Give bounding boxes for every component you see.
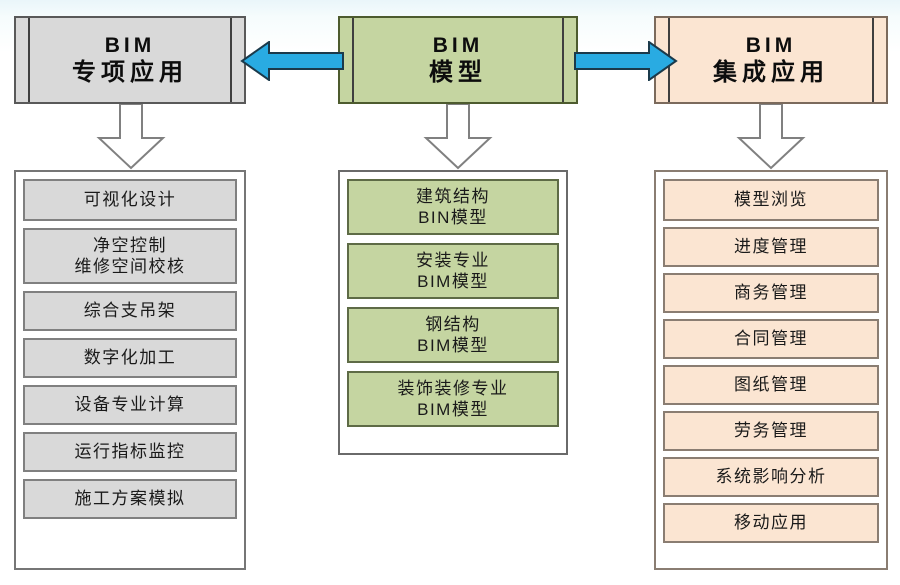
chip-text-line2: BIM模型 — [417, 400, 489, 419]
list-item[interactable]: 综合支吊架 — [23, 291, 237, 331]
chip-text: 合同管理 — [734, 329, 808, 349]
chip-text-line1: 净空控制 — [93, 235, 167, 255]
chip-text: 移动应用 — [734, 513, 808, 533]
header-text-special: BIM 专项应用 — [72, 33, 188, 88]
list-item[interactable]: 装饰装修专业 BIM模型 — [347, 371, 559, 427]
header-line2-integrated: 集成应用 — [713, 59, 829, 87]
group-integrated-application: 模型浏览 进度管理 商务管理 合同管理 图纸管理 劳务管理 系统影响分析 移动应… — [654, 170, 888, 570]
header-line1-special: BIM — [104, 33, 156, 57]
list-item[interactable]: 移动应用 — [663, 503, 879, 543]
header-right-rule — [230, 18, 232, 102]
hollow-down-arrow-special-icon — [96, 104, 166, 170]
chip-text: 劳务管理 — [734, 421, 808, 441]
chip-text: 数字化加工 — [83, 348, 177, 368]
list-item[interactable]: 钢结构 BIM模型 — [347, 307, 559, 363]
chip-text: 运行指标监控 — [74, 442, 186, 462]
list-item[interactable]: 劳务管理 — [663, 411, 879, 451]
chip-text-line2: BIN模型 — [418, 208, 488, 227]
list-item[interactable]: 建筑结构 BIN模型 — [347, 179, 559, 235]
list-item[interactable]: 净空控制 维修空间校核 — [23, 228, 237, 284]
list-item[interactable]: 施工方案模拟 — [23, 479, 237, 519]
chip-text: 设备专业计算 — [74, 395, 186, 415]
header-line2-special: 专项应用 — [72, 59, 188, 87]
chip-text-line2: 维修空间校核 — [74, 257, 186, 276]
chip-text: 综合支吊架 — [83, 301, 177, 321]
chip-text: 系统影响分析 — [715, 467, 827, 487]
group-special-application: 可视化设计 净空控制 维修空间校核 综合支吊架 数字化加工 设备专业计算 运行指… — [14, 170, 246, 570]
list-item[interactable]: 图纸管理 — [663, 365, 879, 405]
list-item[interactable]: 合同管理 — [663, 319, 879, 359]
blue-arrow-model-to-special-icon — [240, 41, 344, 81]
list-item[interactable]: 运行指标监控 — [23, 432, 237, 472]
list-item[interactable]: 安装专业 BIM模型 — [347, 243, 559, 299]
chip-text: 商务管理 — [734, 283, 808, 303]
header-left-rule — [352, 18, 354, 102]
header-box-special-application[interactable]: BIM 专项应用 — [14, 16, 246, 104]
list-item[interactable]: 数字化加工 — [23, 338, 237, 378]
chip-text: 模型浏览 — [734, 190, 808, 210]
list-item[interactable]: 模型浏览 — [663, 179, 879, 221]
list-item[interactable]: 进度管理 — [663, 227, 879, 267]
chip-text: 施工方案模拟 — [74, 489, 186, 509]
header-right-rule — [872, 18, 874, 102]
header-line1-model: BIM — [432, 33, 484, 57]
chip-text-line2: BIM模型 — [417, 336, 489, 355]
chip-text-line1: 装饰装修专业 — [397, 378, 509, 398]
chip-text: 图纸管理 — [734, 375, 808, 395]
header-left-rule — [28, 18, 30, 102]
header-line1-integrated: BIM — [745, 33, 797, 57]
chip-text-line2: BIM模型 — [417, 272, 489, 291]
header-line2-model: 模型 — [429, 59, 487, 87]
header-box-integrated-application[interactable]: BIM 集成应用 — [654, 16, 888, 104]
header-box-bim-model[interactable]: BIM 模型 — [338, 16, 578, 104]
chip-text: 可视化设计 — [83, 190, 177, 210]
header-text-integrated: BIM 集成应用 — [713, 33, 829, 88]
list-item[interactable]: 可视化设计 — [23, 179, 237, 221]
chip-text: 进度管理 — [734, 237, 808, 257]
list-item[interactable]: 设备专业计算 — [23, 385, 237, 425]
hollow-down-arrow-model-icon — [423, 104, 493, 170]
chip-text-line1: 建筑结构 — [416, 186, 490, 206]
hollow-down-arrow-integrated-icon — [736, 104, 806, 170]
blue-arrow-model-to-integrated-icon — [574, 41, 678, 81]
chip-text-line1: 钢结构 — [425, 314, 481, 334]
list-item[interactable]: 系统影响分析 — [663, 457, 879, 497]
header-text-model: BIM 模型 — [429, 33, 487, 88]
header-right-rule — [562, 18, 564, 102]
group-bim-model: 建筑结构 BIN模型 安装专业 BIM模型 钢结构 BIM模型 装饰装修专业 B… — [338, 170, 568, 455]
list-item[interactable]: 商务管理 — [663, 273, 879, 313]
chip-text-line1: 安装专业 — [416, 250, 490, 270]
